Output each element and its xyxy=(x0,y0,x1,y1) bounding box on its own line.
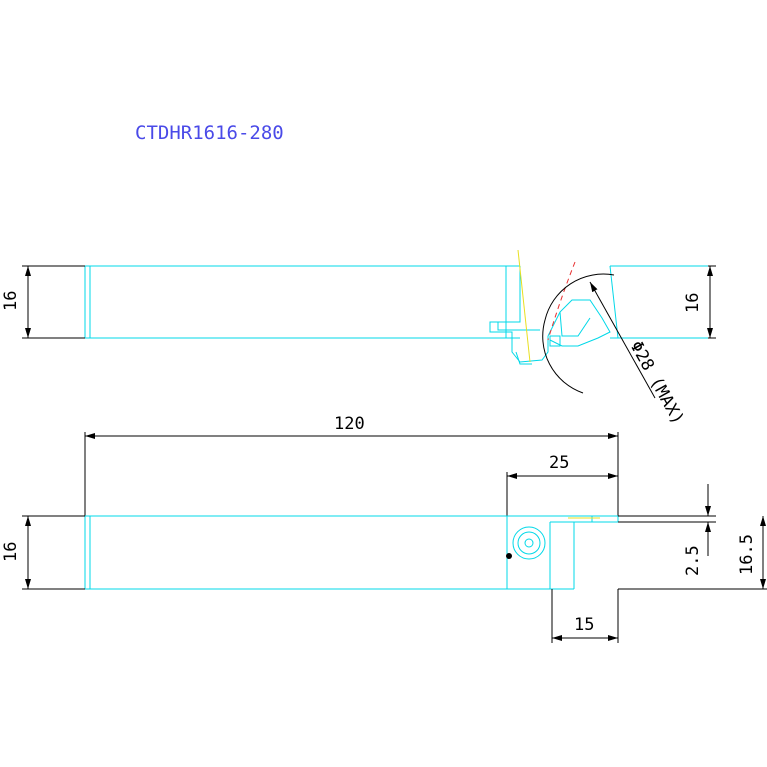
insert-length-label: 15 xyxy=(574,615,594,635)
insert-length-dimension xyxy=(551,589,619,643)
head-length-label: 25 xyxy=(549,453,569,473)
total-height-label: 16.5 xyxy=(737,534,757,575)
offset-label: 2.5 xyxy=(683,545,703,576)
top-yellow-centerline xyxy=(517,249,531,363)
drawing-title: CTDHR1616-280 xyxy=(135,122,284,144)
side-view: 120 25 xyxy=(1,414,767,643)
top-left-height-dimension xyxy=(22,265,85,339)
overall-length-label: 120 xyxy=(334,414,365,434)
side-left-height-label: 16 xyxy=(1,542,21,562)
top-left-height-label: 16 xyxy=(1,291,21,311)
side-shank-outline xyxy=(84,515,619,590)
top-right-height-dimension xyxy=(707,265,716,339)
top-shank-outline xyxy=(84,265,708,365)
hole-marker xyxy=(506,553,512,559)
top-right-height-label: 16 xyxy=(683,293,703,313)
overall-length-dimension xyxy=(84,432,619,516)
top-red-dashed-arc xyxy=(547,261,576,341)
side-left-height-dimension xyxy=(22,515,85,590)
diameter-leader xyxy=(589,281,656,399)
diameter-label: Φ28 (MAX) xyxy=(626,338,688,428)
total-height-dimension xyxy=(618,516,767,590)
top-diameter-arc xyxy=(542,273,615,394)
offset-dimension xyxy=(618,484,716,556)
head-length-dimension xyxy=(506,472,618,516)
top-view: Φ28 (MAX) 16 16 xyxy=(1,249,716,428)
